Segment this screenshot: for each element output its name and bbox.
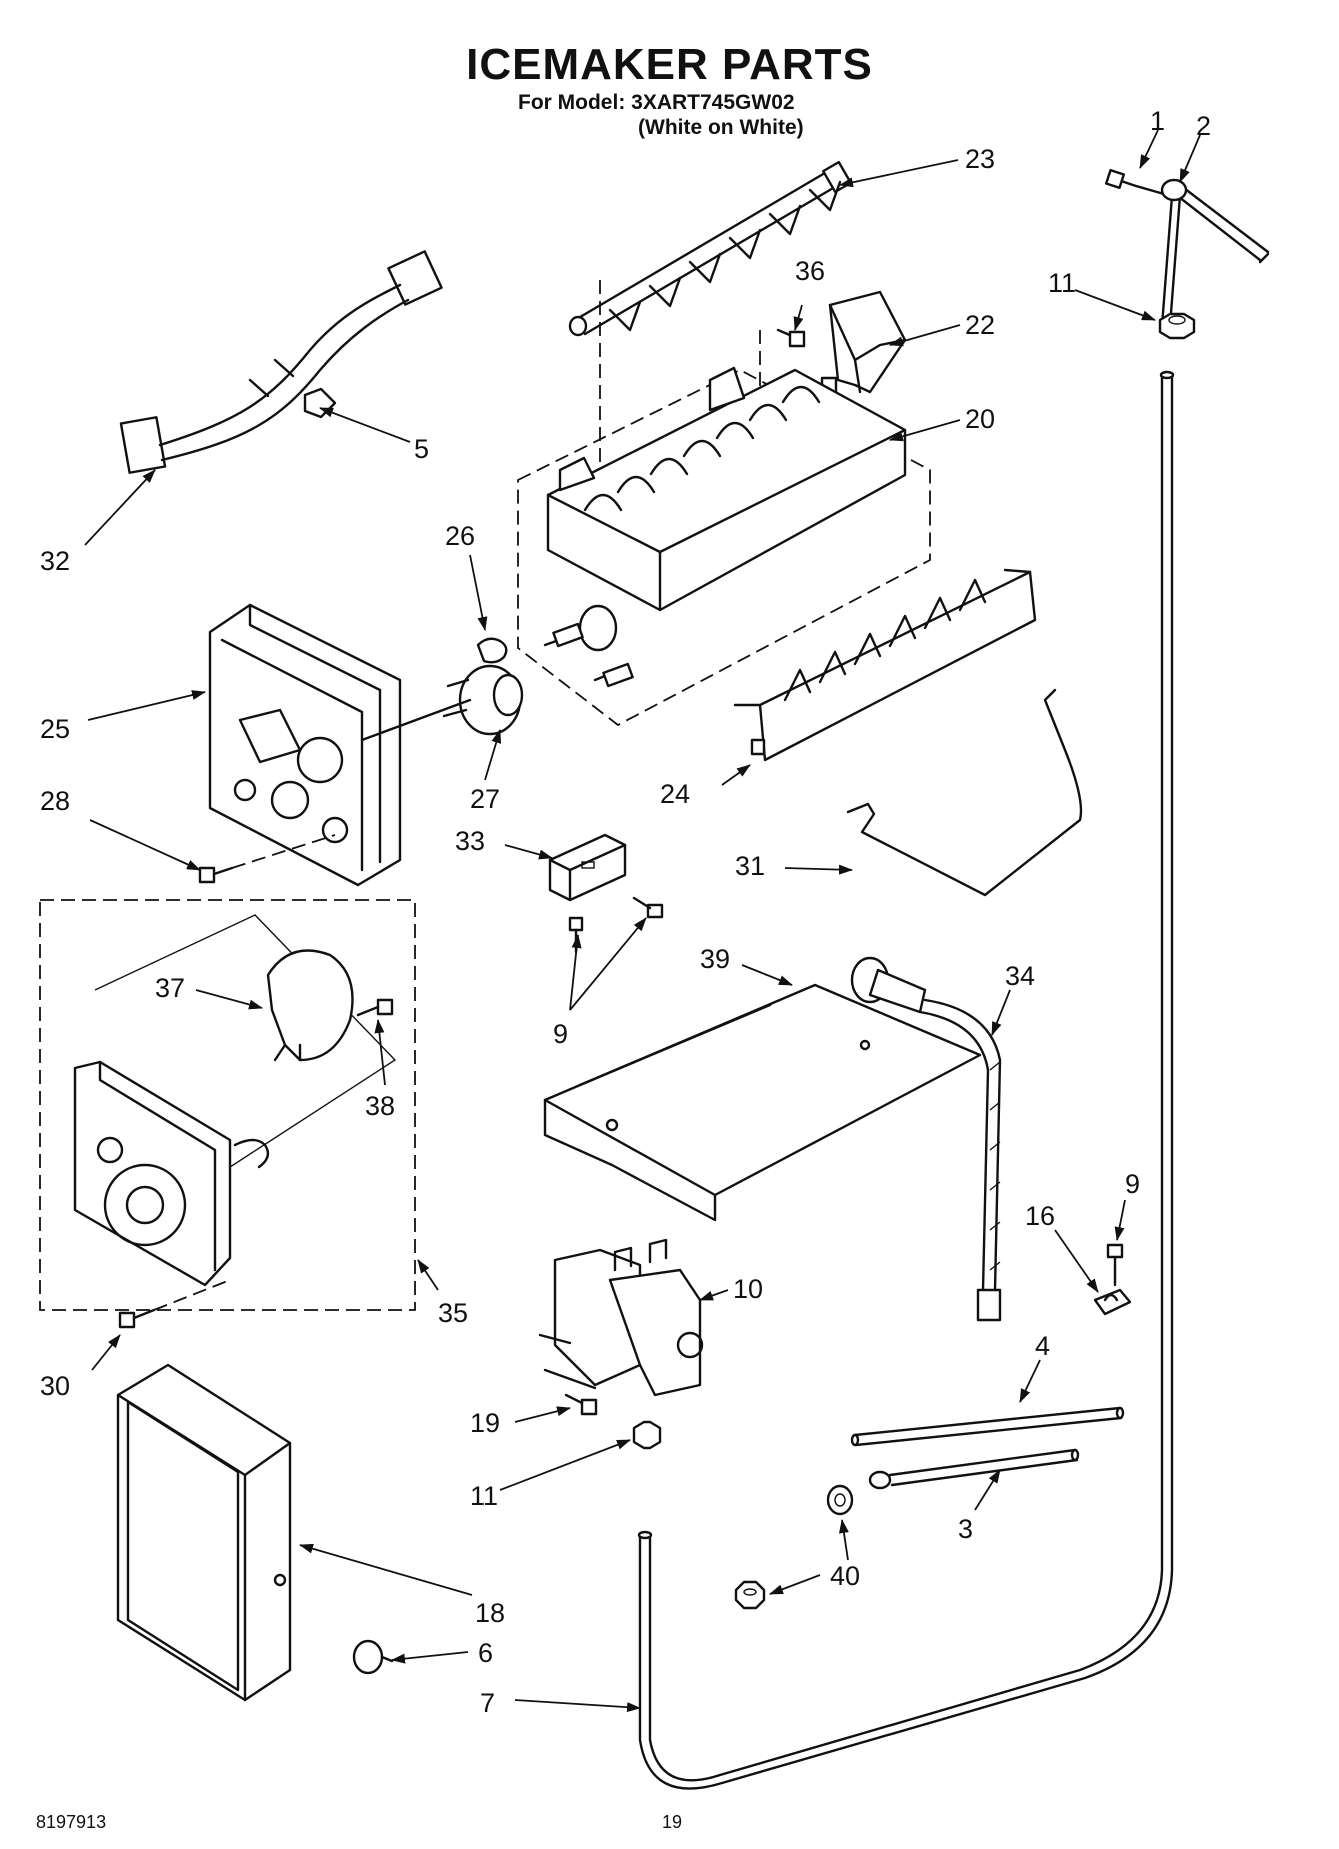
callout-38: 38 <box>365 1091 395 1121</box>
callout-30: 30 <box>40 1371 70 1401</box>
part-24-stripper <box>733 568 1037 762</box>
part-6-plug <box>352 1639 394 1675</box>
callout-5: 5 <box>414 434 429 464</box>
model-line: For Model: 3XART745GW02 <box>518 91 795 114</box>
callout-37: 37 <box>155 973 185 1003</box>
callouts: 1 2 23 36 22 11 20 5 32 26 25 27 24 28 3… <box>40 106 1211 1718</box>
document-number: 8197913 <box>36 1812 107 1832</box>
callout-9-center: 9 <box>553 1019 568 1049</box>
part-18-cover <box>116 1363 292 1702</box>
callout-3: 3 <box>958 1514 973 1544</box>
part-2-fill-tube-arm <box>1160 178 1270 328</box>
page-title: ICEMAKER PARTS <box>466 40 873 89</box>
part-23-ejector <box>568 160 852 337</box>
callout-40: 40 <box>830 1561 860 1591</box>
part-32-wire-harness <box>119 250 443 474</box>
part-37-motor <box>266 949 354 1062</box>
part-9-screws-center <box>568 896 664 954</box>
callout-16: 16 <box>1025 1201 1055 1231</box>
part-30-screw <box>118 1308 156 1329</box>
part-11-nut-top <box>1158 312 1196 340</box>
callout-20: 20 <box>965 404 995 434</box>
part-40-nuts <box>734 1484 854 1610</box>
callout-6: 6 <box>478 1638 493 1668</box>
part-19-screw <box>564 1393 598 1416</box>
callout-34: 34 <box>1005 961 1035 991</box>
callout-11-center: 11 <box>470 1481 498 1511</box>
part-26-screw <box>476 637 508 664</box>
callout-23: 23 <box>965 144 995 174</box>
page-number: 19 <box>662 1812 683 1832</box>
callout-2: 2 <box>1196 111 1211 141</box>
part-4-tube <box>850 1406 1125 1447</box>
callout-7: 7 <box>480 1688 495 1718</box>
callout-27: 27 <box>470 784 500 814</box>
mold-assembly-outline <box>517 368 931 727</box>
control-module <box>73 1060 270 1287</box>
part-33-bracket <box>548 833 627 902</box>
callout-28: 28 <box>40 786 70 816</box>
part-25-housing <box>208 603 472 887</box>
color-line: (White on White) <box>638 116 804 139</box>
callout-11-top: 11 <box>1048 268 1076 298</box>
callout-25: 25 <box>40 714 70 744</box>
callout-9-right: 9 <box>1125 1169 1140 1199</box>
part-34-water-hose <box>850 956 1002 1322</box>
callout-22: 22 <box>965 310 995 340</box>
callout-4: 4 <box>1035 1331 1050 1361</box>
callout-32: 32 <box>40 546 70 576</box>
callout-31: 31 <box>735 851 765 881</box>
callout-39: 39 <box>700 944 730 974</box>
part-39-shield <box>543 983 982 1222</box>
callout-24: 24 <box>660 779 690 809</box>
part-9-screw-right <box>1106 1243 1124 1287</box>
part-10-water-valve <box>538 1238 704 1397</box>
part-38-screw <box>356 998 394 1017</box>
part-3-tube <box>868 1448 1080 1490</box>
callout-19: 19 <box>470 1408 500 1438</box>
leader-lines <box>84 129 1201 1713</box>
part-36-screw <box>776 328 806 348</box>
part-20-ice-mold <box>543 366 907 688</box>
callout-36: 36 <box>795 256 825 286</box>
callout-1: 1 <box>1150 106 1165 136</box>
part-7-water-tube <box>648 373 1164 1782</box>
callout-33: 33 <box>455 826 485 856</box>
callout-10: 10 <box>733 1274 763 1304</box>
part-35-control-kit-outline <box>39 899 416 1311</box>
part-28-screw <box>198 866 234 884</box>
part-1-screw <box>1104 168 1166 196</box>
part-27-motor <box>442 664 524 736</box>
callout-18: 18 <box>475 1598 505 1628</box>
part-11-nut-center <box>632 1420 662 1450</box>
part-31-shutoff-arm <box>846 688 1083 897</box>
part-16-clamp <box>1093 1288 1132 1316</box>
callout-35: 35 <box>438 1298 468 1328</box>
callout-26: 26 <box>445 521 475 551</box>
